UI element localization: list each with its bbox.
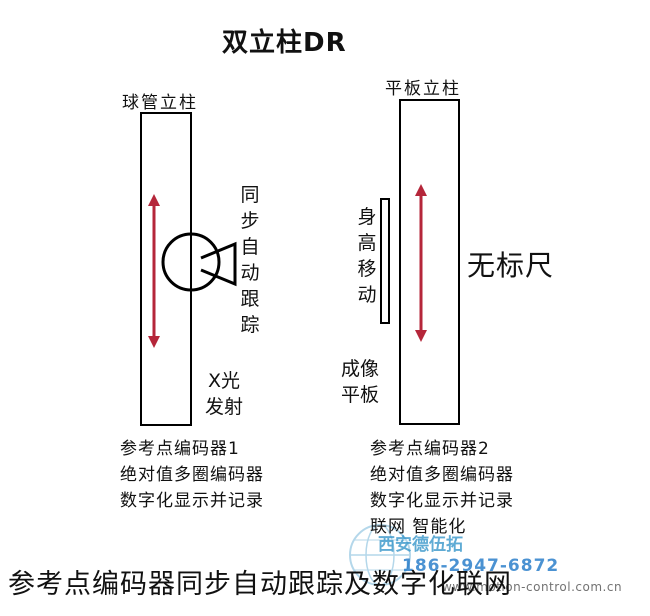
xray-line: X光 [207, 370, 241, 392]
watermark-url: www.motion-control.com.cn [442, 580, 623, 594]
height-movement-text: 身 高 移 动 [356, 204, 378, 308]
sync-char: 跟 [240, 288, 260, 310]
xray-line: 发射 [205, 396, 244, 418]
xray-emission-text: X光 发射 [205, 368, 243, 420]
watermark-company: 西安德伍拓 [378, 535, 463, 555]
left-desc-line: 绝对值多圈编码器 [120, 465, 264, 485]
watermark-phone: 186-2947-6872 [402, 556, 560, 576]
sync-tracking-text: 同 步 自 动 跟 踪 [239, 182, 261, 338]
detector-column [399, 99, 460, 425]
right-desc-line: 参考点编码器2 [370, 439, 490, 459]
left-desc-line: 数字化显示并记录 [120, 491, 264, 511]
right-desc-line: 数字化显示并记录 [370, 491, 514, 511]
diagram-title: 双立柱DR [222, 28, 347, 58]
height-char: 动 [357, 284, 377, 306]
height-char: 移 [357, 258, 377, 280]
sync-char: 步 [240, 210, 260, 232]
left-description: 参考点编码器1 绝对值多圈编码器 数字化显示并记录 [120, 436, 264, 514]
bottom-caption: 参考点编码器同步自动跟踪及数字化联网 [8, 569, 512, 600]
height-char: 身 [357, 206, 377, 228]
tube-column [140, 112, 192, 426]
xray-tube-icon [161, 232, 237, 292]
imaging-line: 成像 [341, 358, 380, 380]
height-char: 高 [357, 232, 377, 254]
imaging-panel [380, 198, 390, 324]
sync-char: 踪 [240, 314, 260, 336]
imaging-line: 平板 [341, 384, 380, 406]
detector-column-label: 平板立柱 [385, 79, 461, 99]
tube-column-label: 球管立柱 [122, 93, 198, 113]
sync-char: 自 [240, 236, 260, 258]
imaging-panel-text: 成像 平板 [341, 356, 379, 408]
sync-char: 同 [240, 184, 260, 206]
sync-char: 动 [240, 262, 260, 284]
right-desc-line: 绝对值多圈编码器 [370, 465, 514, 485]
right-description: 参考点编码器2 绝对值多圈编码器 数字化显示并记录 联网 智能化 [370, 436, 514, 540]
no-ruler-text: 无标尺 [467, 249, 555, 282]
right-desc-line: 联网 智能化 [370, 517, 467, 537]
left-desc-line: 参考点编码器1 [120, 439, 240, 459]
watermark-globe-icon [349, 524, 411, 586]
